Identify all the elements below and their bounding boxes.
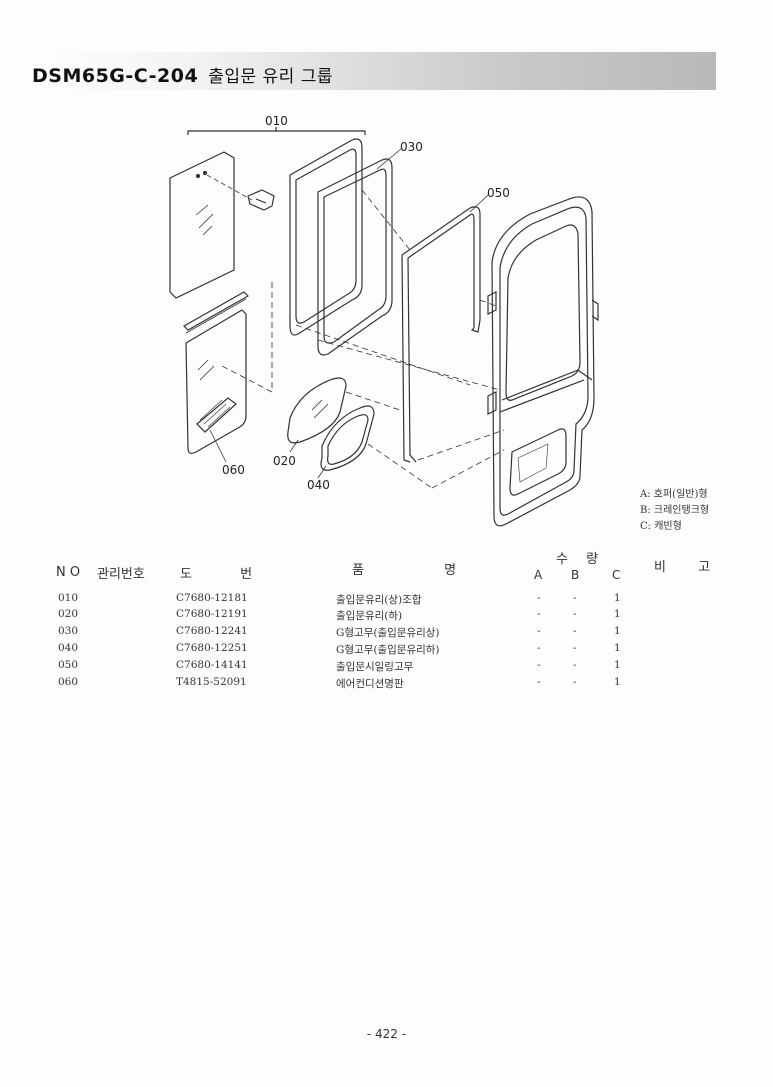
door-frame — [487, 196, 599, 527]
bracket-010 — [187, 127, 366, 135]
row-qty-c: 1 — [614, 592, 621, 604]
row-qty-b: - — [573, 676, 577, 688]
header-name: 품 명 — [352, 563, 457, 578]
row-no: 040 — [58, 642, 79, 654]
header-b: B — [571, 568, 580, 582]
row-qty-b: - — [573, 592, 577, 604]
row-no: 020 — [58, 608, 79, 620]
row-qty-a: - — [537, 642, 541, 654]
row-qty-a: - — [537, 676, 541, 688]
page-title: DSM65G-C-204 출입문 유리 그룹 — [32, 62, 333, 87]
group-code: DSM65G-C-204 — [32, 65, 199, 87]
row-no: 010 — [58, 592, 79, 604]
row-name: 출입문유리(상)조합 — [336, 594, 422, 606]
row-qty-b: - — [573, 659, 577, 671]
header-a: A — [534, 568, 543, 582]
table-row: 030 C7680-12241 G형고무(출입문유리상) - - 1 — [0, 625, 773, 641]
glass-strip — [183, 291, 249, 334]
row-qty-c: 1 — [614, 642, 621, 654]
lower-g-rubber-040 — [320, 405, 375, 471]
row-qty-b: - — [573, 608, 577, 620]
row-drawing: C7680-14141 — [176, 659, 248, 671]
row-no: 050 — [58, 659, 79, 671]
header-mgmt: 관리번호 — [97, 567, 145, 582]
legend-b: B: 크레인탱크형 — [640, 505, 710, 516]
table-row: 050 C7680-14141 출입문시일링고무 - - 1 — [0, 659, 773, 675]
row-qty-b: - — [573, 625, 577, 637]
row-name: G형고무(출입문유리하) — [336, 644, 440, 656]
row-qty-c: 1 — [614, 625, 621, 637]
row-drawing: C7680-12241 — [176, 625, 248, 637]
callout-060: 060 — [222, 463, 245, 477]
row-qty-a: - — [537, 659, 541, 671]
callout-030: 030 — [400, 140, 423, 154]
callout-050: 050 — [487, 186, 510, 200]
lower-glass-060 — [185, 309, 247, 454]
header-c: C — [612, 568, 621, 582]
row-qty-c: 1 — [614, 608, 621, 620]
row-qty-a: - — [537, 592, 541, 604]
assembly-lines — [221, 189, 505, 489]
row-qty-c: 1 — [614, 659, 621, 671]
legend-a: A: 호퍼(일반)형 — [640, 489, 708, 500]
row-no: 030 — [58, 625, 79, 637]
legend: A: 호퍼(일반)형 B: 크레인탱크형 C: 캐빈형 — [640, 487, 709, 535]
header-drawing: 도 번 — [180, 567, 253, 582]
header-qty: 수 량 — [556, 552, 599, 567]
header-no: N O — [56, 565, 81, 580]
table-row: 040 C7680-12251 G형고무(출입문유리하) - - 1 — [0, 642, 773, 658]
callout-020: 020 — [273, 454, 296, 468]
row-name: 출입문시일링고무 — [336, 661, 414, 673]
row-no: 060 — [58, 676, 79, 688]
header-bar — [28, 52, 716, 90]
row-name: 출입문유리(하) — [336, 610, 403, 622]
row-name: G형고무(출입문유리상) — [336, 627, 440, 639]
group-subtitle: 출입문 유리 그룹 — [208, 67, 334, 87]
row-drawing: C7680-12191 — [176, 608, 248, 620]
row-name: 에어컨디션명판 — [336, 678, 404, 690]
upper-g-rubber-030 — [289, 138, 393, 356]
table-row: 020 C7680-12191 출입문유리(하) - - 1 — [0, 608, 773, 624]
row-qty-c: 1 — [614, 676, 621, 688]
row-drawing: C7680-12251 — [176, 642, 248, 654]
row-qty-a: - — [537, 625, 541, 637]
row-drawing: T4815-52091 — [176, 676, 247, 688]
header-remark: 비 고 — [654, 560, 711, 575]
row-drawing: C7680-12181 — [176, 592, 248, 604]
upper-glass — [169, 151, 275, 299]
row-qty-b: - — [573, 642, 577, 654]
sealing-rubber-050 — [401, 206, 481, 463]
row-qty-a: - — [537, 608, 541, 620]
callout-040: 040 — [307, 478, 330, 492]
table-row: 060 T4815-52091 에어컨디션명판 - - 1 — [0, 676, 773, 692]
table-row: 010 C7680-12181 출입문유리(상)조합 - - 1 — [0, 592, 773, 608]
callout-010: 010 — [265, 114, 288, 128]
legend-c: C: 캐빈형 — [640, 521, 682, 532]
page-number: - 422 - — [366, 1027, 407, 1041]
lower-glass-020 — [287, 377, 347, 444]
